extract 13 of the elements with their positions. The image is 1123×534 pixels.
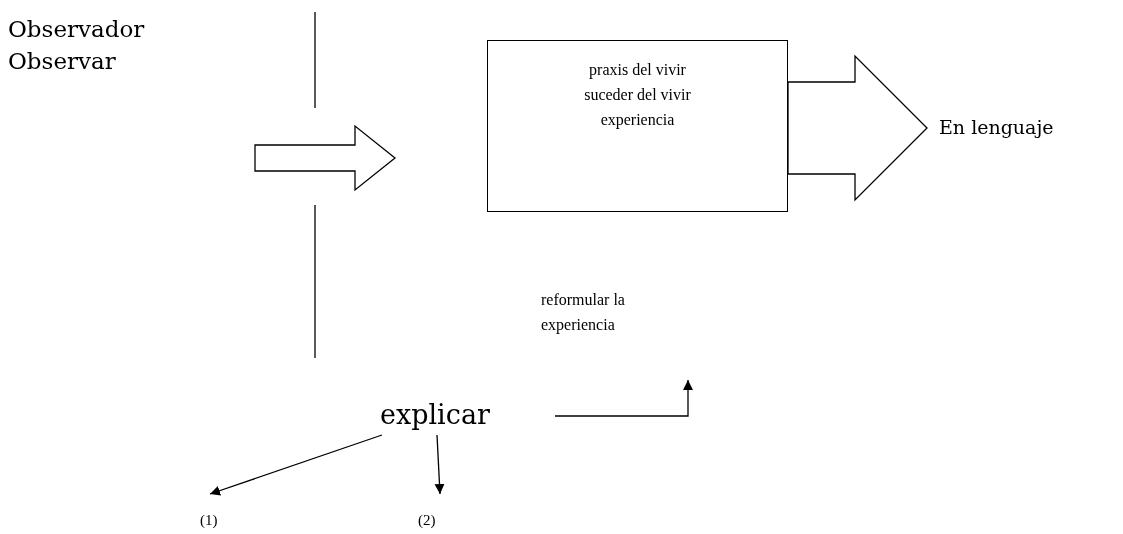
side-label: Observar [8,48,116,74]
arrow [554,379,693,417]
node-text: explicar [380,398,491,432]
box-text: praxis del vivir suceder del vivir experiencia [583,60,692,131]
node-text: reformular la experiencia [541,290,626,336]
process-box [487,40,788,212]
block-arrow [787,54,928,202]
side-label: Observador [8,16,145,42]
node-text: (2) [418,512,437,529]
node-text: (1) [200,512,219,529]
arrow [209,434,383,496]
node-text: En lenguaje [939,116,1055,138]
arrow [434,434,445,495]
